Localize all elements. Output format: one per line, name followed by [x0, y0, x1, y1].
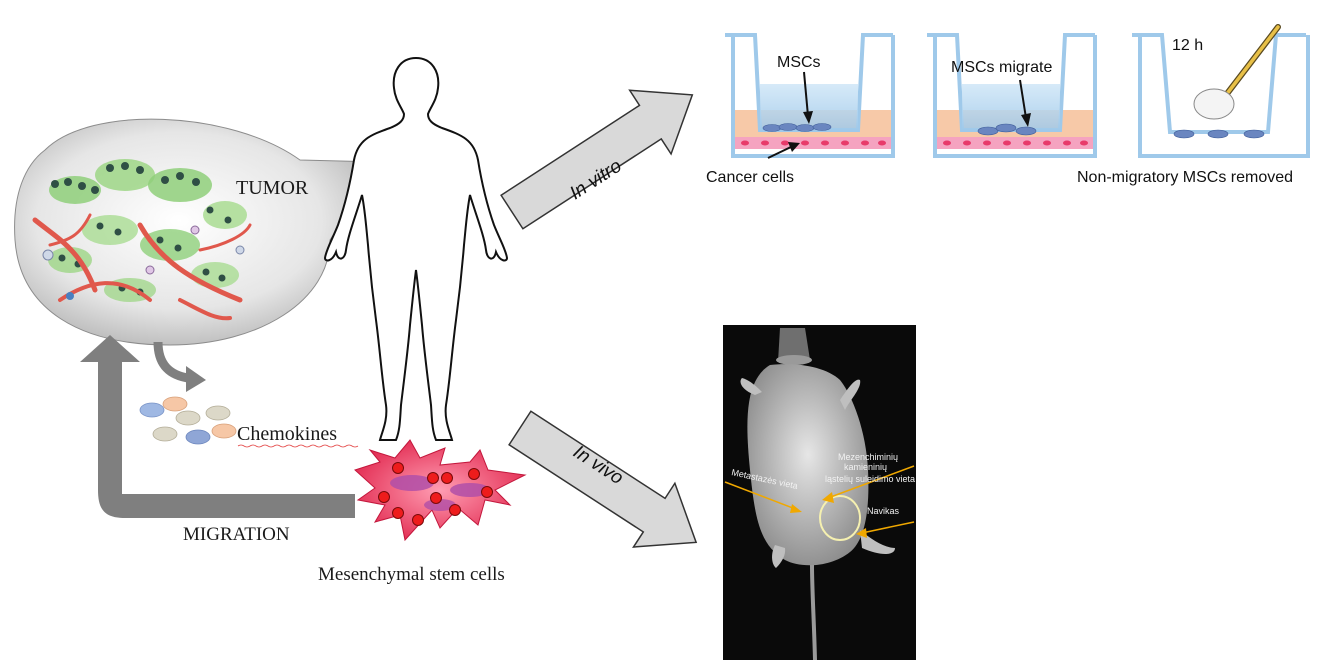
tumor-illustration: [14, 118, 381, 346]
transwell-step-1: [725, 33, 895, 159]
migrate-pointer-arrow: [1019, 79, 1027, 119]
chemokine-molecules: [139, 396, 237, 445]
msc-label: Mesenchymal stem cells: [318, 564, 505, 585]
transwell-1-bottom-label: Cancer cells: [706, 169, 794, 186]
mouse-injection-label-line1: Mezenchiminių: [838, 452, 898, 462]
transwell-1-top-label: MSCs: [777, 54, 821, 71]
transwell-3-bottom-label: Non-migratory MSCs removed: [1077, 169, 1293, 186]
chemokine-arrow: [153, 341, 206, 392]
mouse-injection-label-line3: ląstelių suleidimo vieta: [825, 474, 915, 484]
migration-arrow: [80, 335, 355, 518]
transwell-2-top-label: MSCs migrate: [951, 59, 1052, 76]
transwell-3-time-label: 12 h: [1172, 37, 1203, 54]
human-silhouette: [323, 56, 509, 441]
in-vivo-arrow: [508, 410, 698, 548]
tumor-immune-cells: [42, 225, 245, 300]
migration-label: MIGRATION: [183, 524, 290, 545]
in-vivo-mouse-image: [723, 325, 916, 661]
cancer-cell-pointer-arrow: [767, 145, 794, 159]
msc-cluster: [354, 439, 527, 542]
in-vitro-arrow: [500, 89, 694, 230]
tumor-label: TUMOR: [236, 177, 309, 199]
transwell-step-2: [927, 33, 1097, 158]
chemokines-label: Chemokines: [237, 423, 337, 445]
cotton-swab-icon: [1193, 24, 1281, 120]
mouse-tumor-label: Navikas: [867, 506, 900, 516]
chemokines-underline: [237, 444, 359, 448]
msc-pointer-arrow: [803, 71, 809, 117]
transwell-step-3: [1132, 24, 1310, 158]
mouse-injection-label-line2: kamieninių: [844, 462, 887, 472]
